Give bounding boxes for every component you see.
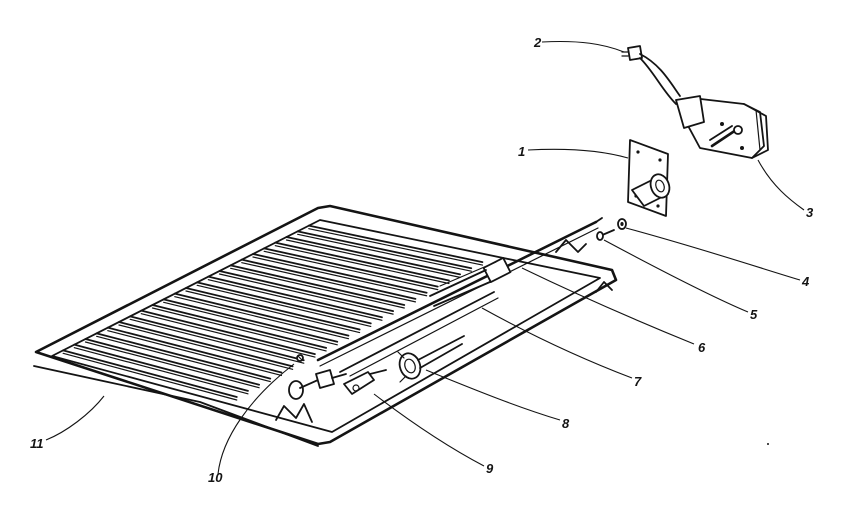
rack-slat [185, 290, 361, 334]
rack-slat [263, 247, 439, 288]
callout-3: 3 [806, 205, 814, 220]
rack-slat [163, 301, 338, 346]
rack-slat [129, 318, 305, 364]
rack-slat [62, 349, 238, 398]
rack-slat [185, 287, 361, 331]
callout-11: 11 [30, 436, 44, 451]
callout-9: 9 [486, 461, 494, 476]
rack-slat [252, 256, 428, 297]
rack-slat [274, 245, 450, 285]
rack-slat [151, 304, 328, 349]
rack-slat [129, 315, 305, 362]
rack-slat [118, 324, 294, 370]
rack-slats [62, 224, 484, 401]
callout-2: 2 [533, 35, 542, 50]
rack-slat [173, 292, 350, 337]
rack-slat [218, 273, 394, 315]
rack-slat [174, 296, 350, 340]
spit-rod [316, 217, 603, 367]
rack-slat [297, 233, 472, 272]
oven-rack [33, 204, 618, 447]
screw-5 [596, 229, 615, 241]
rack-slat [207, 279, 383, 321]
rack-slat [274, 241, 450, 282]
spit-fork [397, 335, 465, 383]
rack-slat [62, 352, 238, 401]
motor-cord-plug [621, 45, 681, 105]
motor-mount-bracket [627, 139, 671, 217]
rotisserie-motor [675, 95, 769, 159]
rack-slat [73, 347, 249, 395]
rack-slat [207, 275, 383, 319]
rack-slat [140, 309, 316, 355]
rack-slat [230, 267, 405, 309]
rack-slat [196, 281, 372, 325]
callout-5: 5 [750, 307, 758, 322]
rod-bracket [343, 369, 387, 395]
rack-slat [229, 264, 406, 306]
spit-fork-assembly [339, 256, 512, 377]
rack-slat [118, 321, 294, 368]
washer-4 [617, 218, 627, 230]
callout-labels: 2 1 3 4 5 6 7 8 9 10 11 [30, 35, 814, 485]
screw-10 [296, 354, 304, 362]
stray-dot [767, 443, 769, 445]
rack-slat [162, 298, 339, 343]
rack-slat [296, 230, 473, 270]
rack-slat [95, 332, 272, 380]
rack-slat [252, 253, 428, 294]
rack-slat [84, 338, 261, 386]
callout-10: 10 [208, 470, 223, 485]
rack-slat [285, 236, 462, 276]
callout-8: 8 [562, 416, 570, 431]
spit-handle [288, 369, 347, 400]
rack-slat [107, 330, 283, 377]
rack-slat [307, 224, 484, 263]
callout-6: 6 [698, 340, 706, 355]
rack-slat [241, 262, 417, 303]
rack-slat [240, 258, 417, 300]
rack-slat [96, 335, 271, 383]
rack-slat [308, 228, 484, 266]
rack-slat [140, 313, 316, 358]
rack-slat [196, 284, 372, 328]
callout-1: 1 [518, 144, 525, 159]
leader-lines [45, 40, 805, 475]
rack-slat [285, 239, 461, 278]
rack-slat [84, 341, 260, 389]
callout-7: 7 [634, 374, 642, 389]
callout-4: 4 [801, 274, 810, 289]
rack-slat [263, 250, 439, 291]
rack-slat [151, 307, 327, 352]
rack-slat [218, 270, 395, 313]
rack-slat [73, 343, 249, 392]
rack-slat [106, 326, 283, 374]
